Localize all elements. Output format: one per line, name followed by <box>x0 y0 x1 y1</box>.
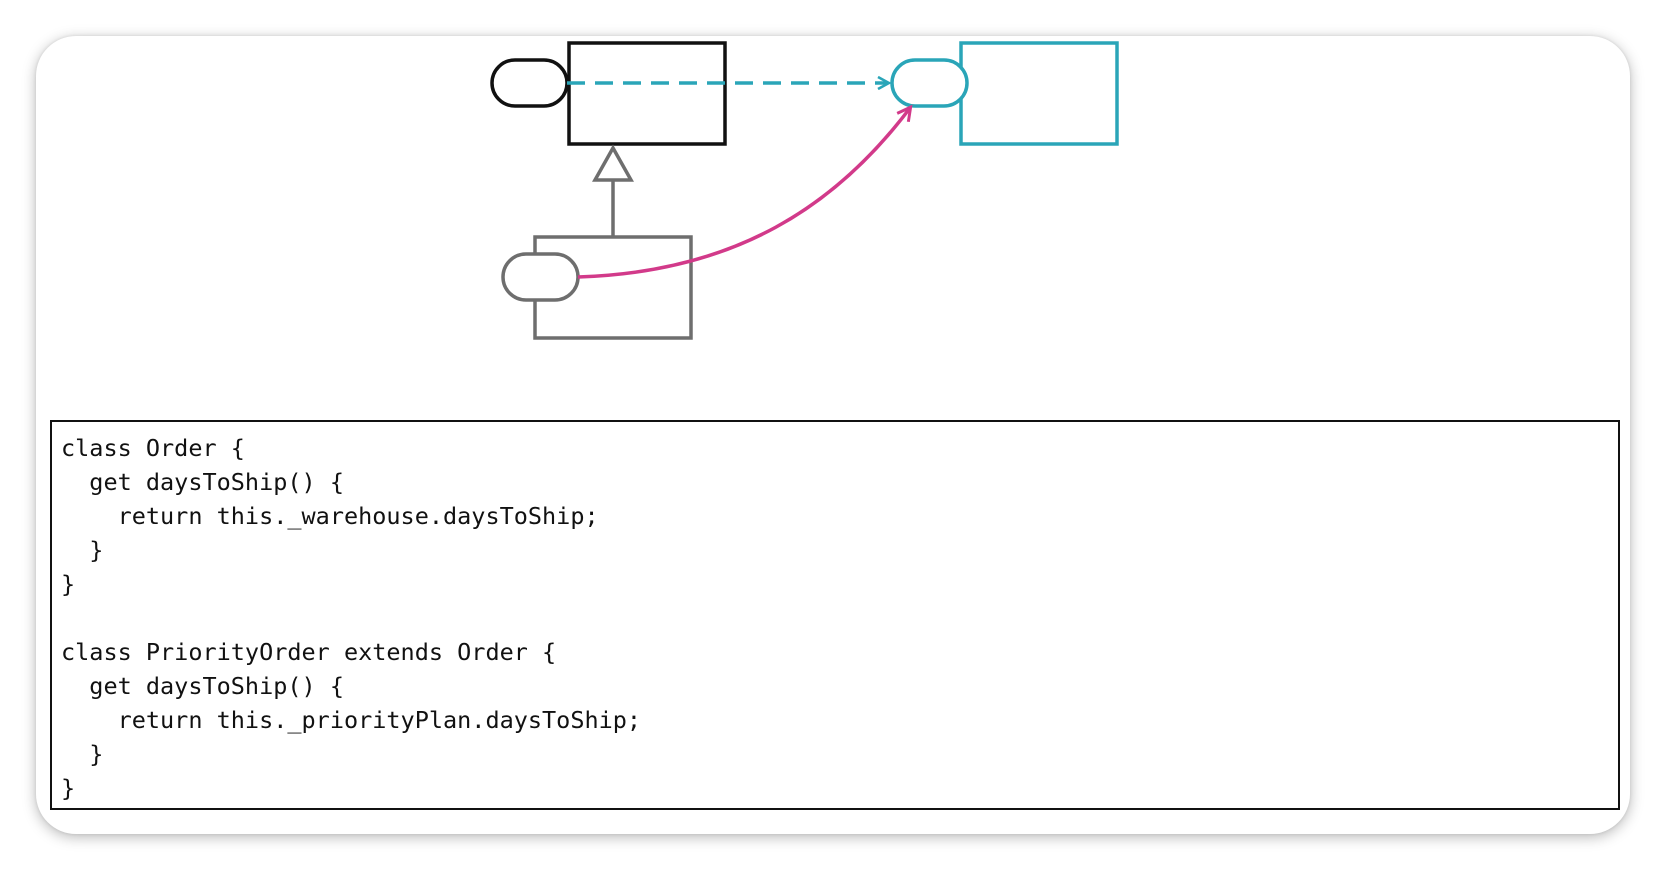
override-call-arrow <box>577 108 910 279</box>
code-line: } <box>61 774 76 802</box>
warehouse-method-capsule <box>890 58 969 108</box>
code-line: } <box>61 740 104 768</box>
code-line: return this._warehouse.daysToShip; <box>61 502 599 530</box>
code-line: return this._priorityPlan.daysToShip; <box>61 706 642 734</box>
code-line: class PriorityOrder extends Order { <box>61 638 557 666</box>
figure-card: class Order { get daysToShip() { return … <box>36 36 1630 834</box>
inheritance-triangle <box>592 144 634 182</box>
code-line: get daysToShip() { <box>61 468 344 496</box>
class-diagram <box>490 41 1119 340</box>
code-line: class Order { <box>61 434 245 462</box>
code-listing: class Order { get daysToShip() { return … <box>50 420 1620 810</box>
warehouse-class-box <box>959 41 1119 146</box>
order-method-capsule <box>490 58 569 108</box>
order-class-box <box>567 41 727 146</box>
priority-order-method-capsule <box>501 252 580 302</box>
code-line: } <box>61 536 104 564</box>
code-line <box>61 601 1618 635</box>
code-block: class Order { get daysToShip() { return … <box>52 422 1618 805</box>
code-line: get daysToShip() { <box>61 672 344 700</box>
code-line: } <box>61 570 76 598</box>
